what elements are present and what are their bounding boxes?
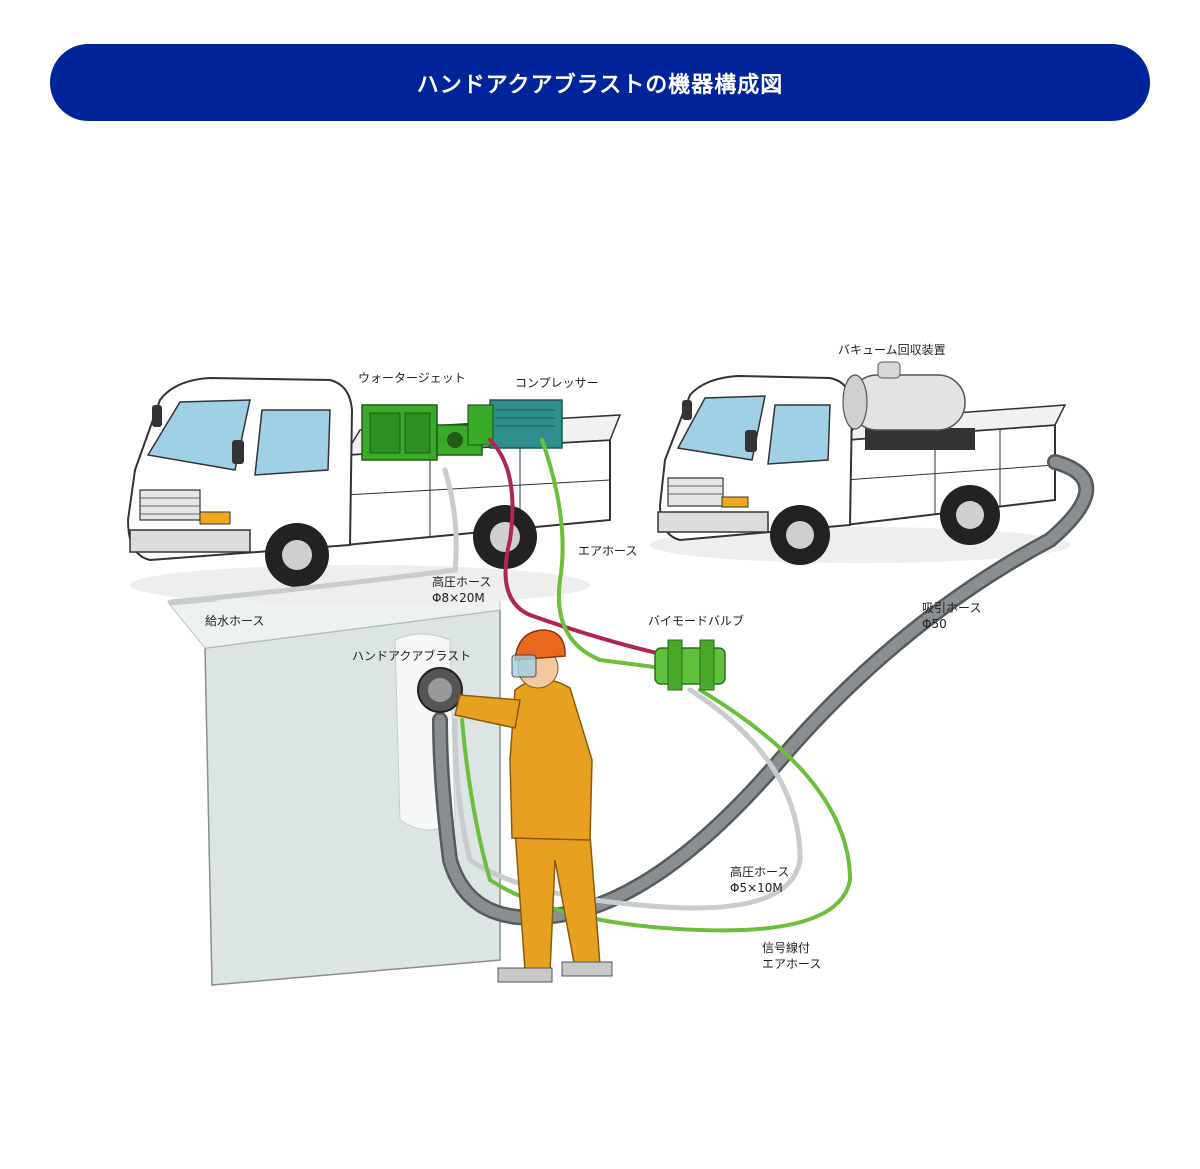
- label-vacuum: バキューム回収装置: [838, 343, 946, 357]
- label-suction-hose: 吸引ホース Φ50: [922, 600, 981, 632]
- bimode-valve: [654, 639, 726, 691]
- label-hp-hose-1: 高圧ホース Φ8×20M: [432, 574, 491, 606]
- title-banner: ハンドアクアブラストの機器構成図: [50, 44, 1150, 121]
- label-hp-hose-2-name: 高圧ホース: [730, 865, 790, 879]
- label-water-jet: ウォータージェット: [358, 371, 466, 385]
- compressor-unit: [467, 399, 563, 449]
- label-hand-aqua: ハンドアクアブラスト: [352, 649, 472, 663]
- label-signal-air-1: 信号線付: [762, 941, 811, 955]
- label-compressor: コンプレッサー: [515, 376, 599, 390]
- label-hp-hose-2: 高圧ホース Φ5×10M: [730, 864, 789, 896]
- label-suction-hose-name: 吸引ホース: [922, 601, 982, 615]
- label-hp-hose-1-spec: Φ8×20M: [432, 591, 485, 605]
- label-hp-hose-1-name: 高圧ホース: [432, 575, 492, 589]
- label-signal-air-2: エアホース: [762, 957, 822, 971]
- concrete-wall: [169, 574, 501, 986]
- label-supply-hose: 給水ホース: [205, 614, 265, 628]
- label-bimode-valve: バイモードバルブ: [648, 614, 745, 628]
- label-suction-hose-spec: Φ50: [922, 617, 947, 631]
- page-title: ハンドアクアブラストの機器構成図: [416, 72, 784, 98]
- label-signal-air-hose: 信号線付 エアホース: [762, 940, 821, 972]
- worker: [417, 629, 613, 983]
- label-hp-hose-2-spec: Φ5×10M: [730, 881, 783, 895]
- water-jet-unit: [361, 404, 483, 461]
- label-air-hose: エアホース: [578, 544, 638, 558]
- hoses: [167, 438, 1095, 933]
- vacuum-recovery-unit: [842, 361, 975, 450]
